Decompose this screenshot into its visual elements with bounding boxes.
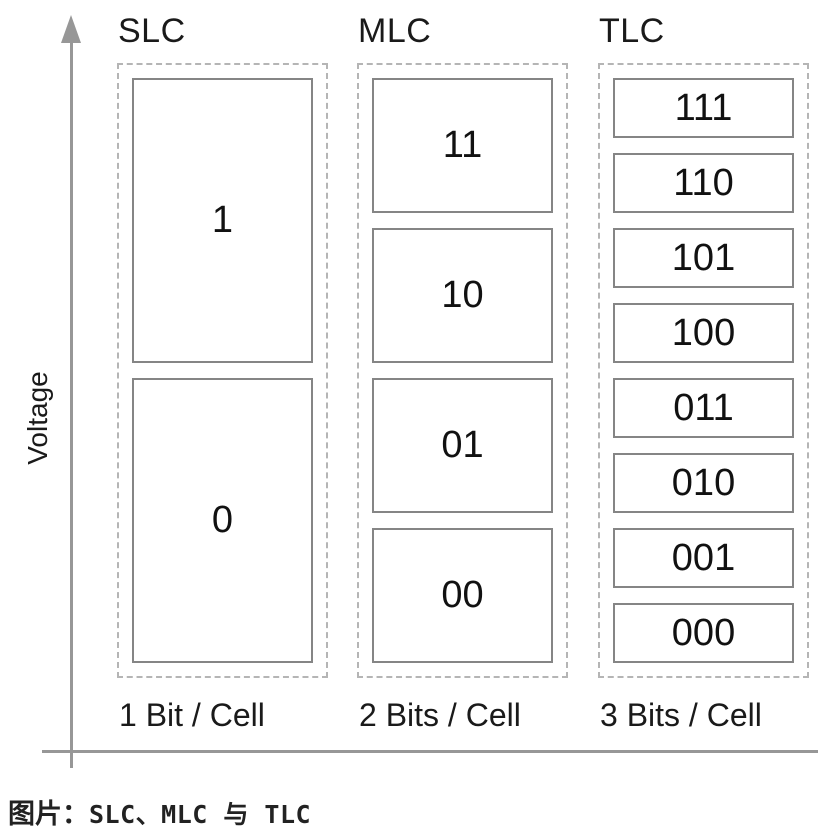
cell-box-1: 1: [132, 78, 313, 363]
column-subtitle-tlc: 3 Bits / Cell: [600, 697, 762, 733]
caption: 图片：SLC、MLC 与 TLC: [8, 792, 311, 831]
cell-box-00: 00: [372, 528, 553, 663]
voltage-axis-label: Voltage: [22, 371, 53, 465]
column-title-mlc: MLC: [358, 12, 432, 50]
cell-box-011: 011: [613, 378, 794, 438]
caption-text: SLC、MLC 与 TLC: [89, 800, 312, 829]
cell-stack-tlc: 111 110 101 100 011 010 001 000: [598, 63, 809, 678]
cell-box-101: 101: [613, 228, 794, 288]
cell-box-001: 001: [613, 528, 794, 588]
voltage-axis-line: [70, 28, 73, 768]
cell-box-110: 110: [613, 153, 794, 213]
cell-stack-mlc: 11 10 01 00: [357, 63, 568, 678]
cell-box-0: 0: [132, 378, 313, 663]
cell-box-11: 11: [372, 78, 553, 213]
cell-box-01: 01: [372, 378, 553, 513]
column-subtitle-slc: 1 Bit / Cell: [119, 697, 265, 733]
axis-arrow-up-icon: [61, 15, 81, 43]
column-tlc: TLC 111 110 101 100 011 010 001 000 3 Bits / Ce…: [598, 14, 809, 734]
column-title-tlc: TLC: [599, 12, 665, 50]
cell-box-100: 100: [613, 303, 794, 363]
caption-prefix: 图片：: [8, 799, 89, 829]
cell-box-111: 111: [613, 78, 794, 138]
column-mlc: MLC 11 10 01 00 2 Bits / Cell: [357, 14, 568, 734]
cell-box-10: 10: [372, 228, 553, 363]
cell-box-000: 000: [613, 603, 794, 663]
x-axis-line: [42, 750, 818, 753]
cell-box-010: 010: [613, 453, 794, 513]
column-subtitle-mlc: 2 Bits / Cell: [359, 697, 521, 733]
column-title-slc: SLC: [118, 12, 186, 50]
